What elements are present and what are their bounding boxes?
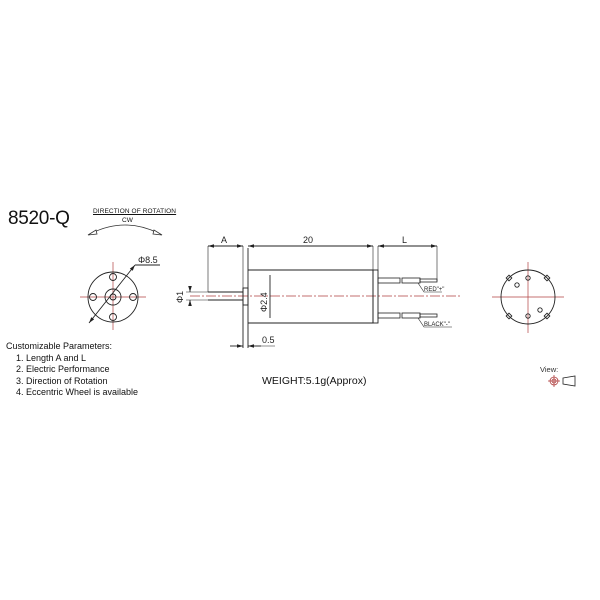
model-number: 8520-Q	[8, 208, 70, 229]
dim-20-label: 20	[303, 235, 313, 245]
wire-red	[377, 277, 442, 293]
shaft-diameter-label: Φ1	[175, 291, 185, 303]
boss-diameter-label: Φ2.4	[259, 292, 269, 312]
projection-view-icon	[548, 375, 576, 387]
rotation-title: DIRECTION OF ROTATION	[93, 208, 177, 215]
rotation-direction: CW	[122, 217, 133, 224]
side-view: A 20 L 0.5 Φ1 Φ2.4 RED"+" BLACK"-"	[175, 235, 460, 348]
rotation-arrow-icon	[87, 224, 163, 236]
rear-view	[492, 262, 564, 333]
parameter-item: 1. Length A and L	[16, 352, 87, 363]
weight-label: WEIGHT:5.1g(Approx)	[262, 375, 367, 387]
front-view: Φ8.5	[80, 255, 160, 330]
front-diameter-label: Φ8.5	[138, 255, 158, 265]
dim-a-label: A	[221, 235, 227, 245]
wire-black-label: BLACK"-"	[424, 322, 450, 328]
parameters-title: Customizable Parameters:	[6, 341, 113, 351]
parameter-item: 4. Eccentric Wheel is available	[16, 387, 139, 397]
wire-black	[377, 312, 452, 328]
parameter-item: 2. Electric Performance	[16, 364, 110, 374]
dim-l-label: L	[402, 235, 407, 245]
dim-0-5-label: 0.5	[262, 335, 275, 345]
parameter-item: 3. Direction of Rotation	[16, 375, 108, 386]
wire-red-label: RED"+"	[424, 287, 444, 293]
view-label: View:	[540, 365, 559, 374]
customizable-parameters: Customizable Parameters: 1. Length A and…	[6, 341, 138, 399]
